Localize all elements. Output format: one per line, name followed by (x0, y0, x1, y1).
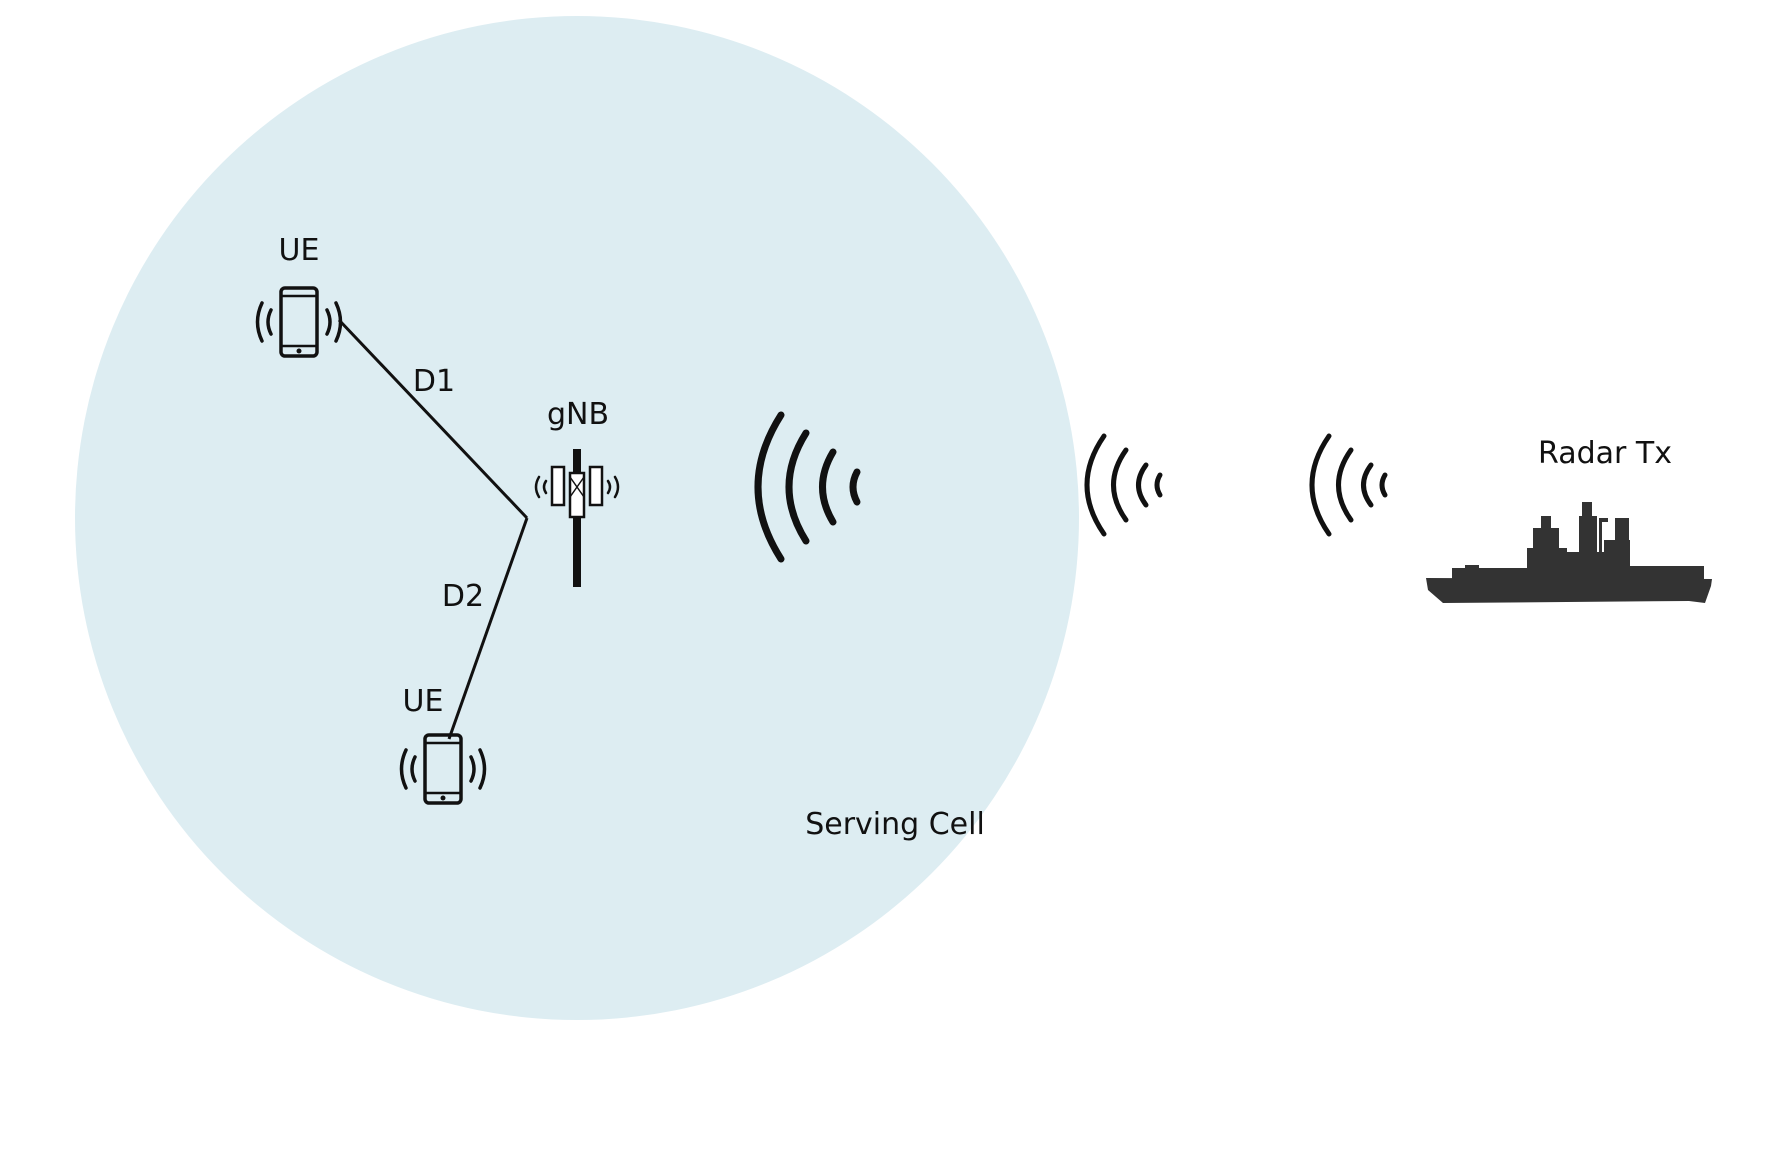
signal-waves-large-icon (754, 411, 861, 563)
warship-icon (1426, 502, 1712, 603)
ue-bottom-label: UE (403, 684, 444, 719)
ue-top-icon (255, 286, 343, 358)
radar-tx-label: Radar Tx (1538, 436, 1672, 471)
d1-label: D1 (413, 364, 455, 399)
d1-line (337, 318, 529, 520)
serving-cell-label: Serving Cell (805, 807, 985, 842)
ue-bottom-icon (399, 733, 487, 805)
d2-line (447, 517, 529, 740)
ue-top-label: UE (279, 233, 320, 268)
gnb-tower-icon (534, 449, 620, 587)
gnb-label: gNB (547, 397, 609, 432)
d2-label: D2 (442, 579, 484, 614)
signal-waves-small-icon (1309, 433, 1388, 537)
signal-waves-medium-icon (1084, 433, 1163, 537)
